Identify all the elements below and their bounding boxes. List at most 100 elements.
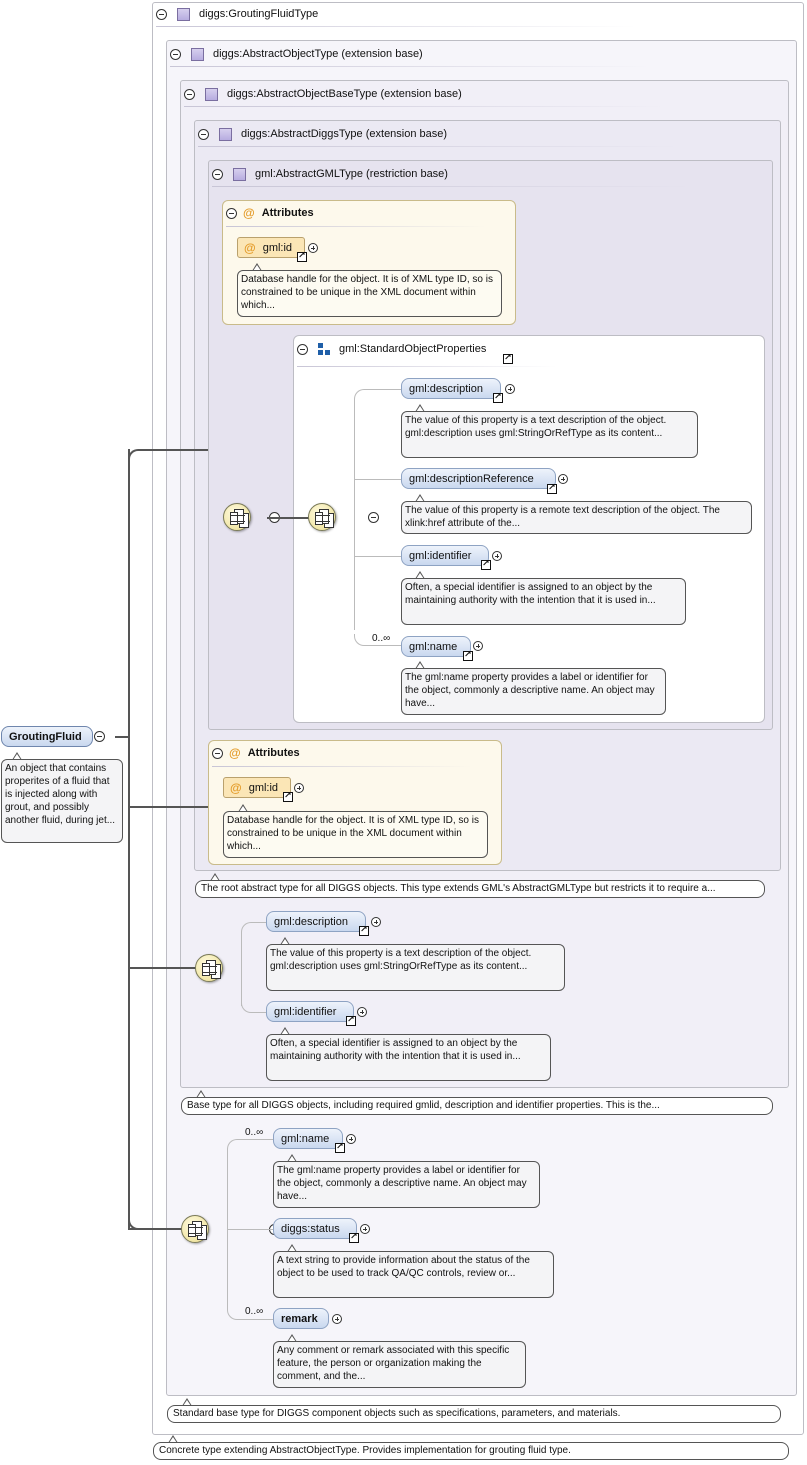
element-doc: The value of this property is a remote t…: [401, 501, 752, 534]
sequence-compositor-icon[interactable]: [308, 503, 336, 531]
expand-icon[interactable]: [360, 1224, 370, 1234]
element-remark[interactable]: remark: [273, 1308, 329, 1329]
complex-type-icon: [177, 7, 190, 21]
element-diggs-status[interactable]: diggs:status: [273, 1218, 357, 1239]
expand-icon[interactable]: [332, 1314, 342, 1324]
element-gml-identifier[interactable]: gml:identifier: [401, 545, 489, 566]
connector-line: [128, 967, 196, 969]
sequence-compositor-icon[interactable]: [223, 503, 251, 531]
note-tail: [280, 1027, 290, 1035]
connector-curve: [241, 1001, 253, 1013]
header-divider: [212, 766, 472, 767]
element-gml-description[interactable]: gml:description: [266, 911, 366, 932]
note-tail: [287, 1244, 297, 1252]
connector-line: [241, 934, 242, 1006]
note-tail: [280, 937, 290, 945]
collapse-icon[interactable]: [198, 128, 209, 140]
collapse-icon[interactable]: [212, 747, 223, 759]
type-label: diggs:AbstractObjectBaseType (extension …: [227, 88, 462, 100]
type-header-abstract-diggs[interactable]: diggs:AbstractDiggsType (extension base): [198, 126, 447, 142]
connector-line: [237, 1319, 273, 1320]
attribute-gml-id[interactable]: @ gml:id: [237, 237, 305, 258]
note-tail: [196, 1090, 206, 1098]
collapse-icon[interactable]: [156, 8, 167, 20]
element-doc: Often, a special identifier is assigned …: [401, 578, 686, 625]
cardinality-label: 0..∞: [372, 633, 391, 644]
root-label: GroutingFluid: [9, 730, 82, 743]
header-divider: [212, 186, 692, 187]
note-tail: [415, 661, 425, 669]
connector-line: [237, 1139, 273, 1140]
attribute-gml-id[interactable]: @ gml:id: [223, 777, 291, 798]
type-label: diggs:AbstractDiggsType (extension base): [241, 128, 448, 140]
element-gml-name[interactable]: gml:name: [273, 1128, 343, 1149]
collapse-icon[interactable]: [226, 207, 237, 219]
expand-icon[interactable]: [473, 641, 483, 651]
jump-icon[interactable]: [493, 391, 503, 403]
header-divider: [226, 226, 486, 227]
note-tail: [12, 752, 22, 760]
connector-curve: [354, 389, 366, 401]
jump-icon[interactable]: [335, 1141, 345, 1153]
expand-icon[interactable]: [294, 783, 304, 793]
cardinality-label: 0..∞: [245, 1127, 264, 1138]
jump-icon[interactable]: [297, 250, 307, 262]
complex-type-icon: [219, 127, 232, 141]
element-label: gml:identifier: [274, 1005, 337, 1018]
expand-icon[interactable]: [308, 243, 318, 253]
expand-icon[interactable]: [357, 1007, 367, 1017]
note-tail: [168, 1435, 178, 1443]
element-label: gml:name: [409, 640, 458, 653]
type-caption-abstract-object-base: Base type for all DIGGS objects, includi…: [181, 1097, 773, 1115]
connector-line: [251, 1012, 266, 1013]
element-gml-description-reference[interactable]: gml:descriptionReference: [401, 468, 556, 489]
element-gml-name[interactable]: gml:name: [401, 636, 471, 657]
expand-icon[interactable]: [371, 917, 381, 927]
element-label: diggs:status: [281, 1222, 340, 1235]
connector-curve: [227, 1139, 239, 1151]
jump-icon[interactable]: [503, 352, 513, 364]
element-gml-description[interactable]: gml:description: [401, 378, 501, 399]
attribute-label: gml:id: [248, 781, 279, 794]
type-header-abstract-object-base[interactable]: diggs:AbstractObjectBaseType (extension …: [184, 86, 462, 102]
root-element-grouting-fluid[interactable]: GroutingFluid: [1, 726, 93, 747]
group-header[interactable]: gml:StandardObjectProperties: [297, 341, 486, 357]
expand-icon[interactable]: [505, 384, 515, 394]
attribute-doc: Database handle for the object. It is of…: [223, 811, 488, 858]
attributes-header[interactable]: @ Attributes: [226, 205, 314, 221]
collapse-icon[interactable]: [170, 48, 181, 60]
type-header-grouting-fluid[interactable]: diggs:GroutingFluidType: [156, 6, 318, 22]
expand-icon[interactable]: [492, 551, 502, 561]
connector-curve: [354, 634, 366, 646]
header-divider: [184, 106, 664, 107]
jump-icon[interactable]: [547, 482, 557, 494]
jump-icon[interactable]: [463, 649, 473, 661]
element-doc: The value of this property is a text des…: [401, 411, 698, 458]
type-header-abstract-gml[interactable]: gml:AbstractGMLType (restriction base): [212, 166, 448, 182]
attribute-icon: @: [229, 746, 241, 760]
collapse-icon[interactable]: [297, 343, 308, 355]
jump-icon[interactable]: [346, 1014, 356, 1026]
jump-icon[interactable]: [349, 1231, 359, 1243]
collapse-icon[interactable]: [94, 731, 105, 742]
sequence-compositor-icon[interactable]: [195, 954, 223, 982]
jump-icon[interactable]: [481, 558, 491, 570]
note-tail: [238, 804, 248, 812]
jump-icon[interactable]: [359, 924, 369, 936]
connector-line: [267, 517, 309, 519]
note-tail: [415, 494, 425, 502]
header-divider: [198, 146, 678, 147]
collapse-icon[interactable]: [212, 168, 223, 180]
element-gml-identifier[interactable]: gml:identifier: [266, 1001, 354, 1022]
type-header-abstract-object[interactable]: diggs:AbstractObjectType (extension base…: [170, 46, 423, 62]
expand-icon[interactable]: [558, 474, 568, 484]
attributes-header[interactable]: @ Attributes: [212, 745, 300, 761]
jump-icon[interactable]: [283, 790, 293, 802]
expand-icon[interactable]: [346, 1134, 356, 1144]
collapse-icon[interactable]: [368, 512, 380, 523]
collapse-icon[interactable]: [184, 88, 195, 100]
type-label: gml:AbstractGMLType (restriction base): [255, 168, 448, 180]
type-caption-abstract-diggs: The root abstract type for all DIGGS obj…: [195, 880, 765, 898]
sequence-compositor-icon[interactable]: [181, 1215, 209, 1243]
note-tail: [182, 1398, 192, 1406]
